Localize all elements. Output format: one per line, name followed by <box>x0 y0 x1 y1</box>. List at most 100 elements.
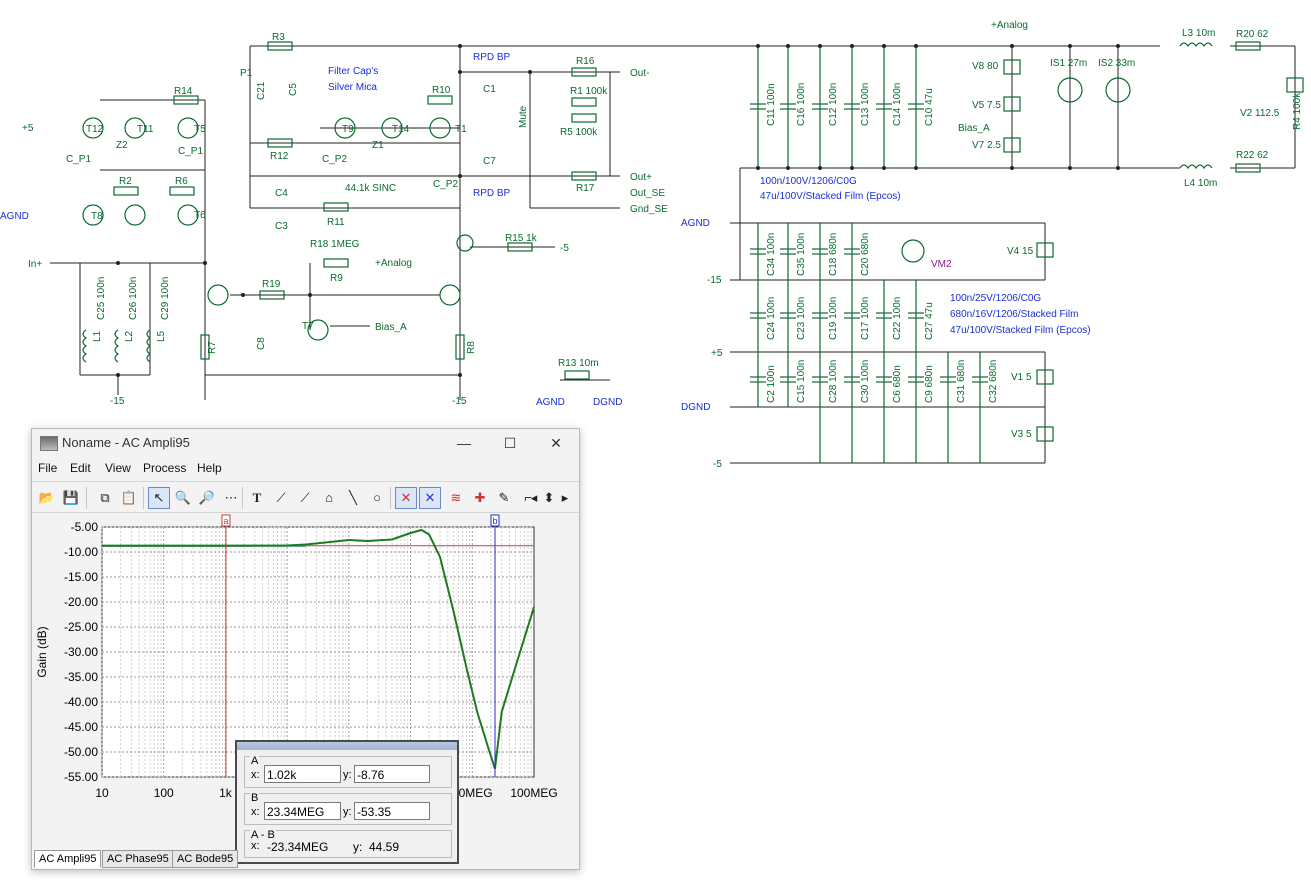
ac-analysis-window[interactable]: Noname - AC Ampli95 — ☐ ✕ File Edit View… <box>31 428 580 870</box>
scroll-left-icon[interactable]: ◂ <box>530 490 538 505</box>
menu-help[interactable]: Help <box>197 461 222 475</box>
cap-label: C2 100n <box>766 365 777 403</box>
menu-view[interactable]: View <box>105 461 131 475</box>
zoom-in-icon[interactable]: 🔍 <box>174 490 192 505</box>
net-label: In+ <box>28 259 42 270</box>
part-label: R18 1MEG <box>310 239 360 250</box>
cap-label: C23 100n <box>796 297 807 340</box>
marker-icon[interactable]: ✚ <box>474 490 486 505</box>
net-label: AGND <box>0 211 29 222</box>
pen-icon[interactable]: ✎ <box>498 490 510 505</box>
part-label: C21 <box>256 81 267 100</box>
menu-process[interactable]: Process <box>143 461 187 475</box>
part-label: C29 100n <box>160 277 171 320</box>
part-label: R7 <box>207 341 218 354</box>
part-label: L4 10m <box>1184 178 1217 189</box>
tab-ac-phase95[interactable]: AC Phase95 <box>102 850 174 868</box>
part-label: R20 62 <box>1236 29 1269 40</box>
curve-label-2-icon[interactable]: ⟋ <box>300 490 310 505</box>
net-label: -15 <box>707 275 722 286</box>
x-label: x: <box>251 840 260 852</box>
pointer-icon[interactable]: ↖ <box>148 487 170 509</box>
part-label: L3 10m <box>1182 28 1215 39</box>
part-label: R15 1k <box>505 233 538 244</box>
part-label: R22 62 <box>1236 150 1269 161</box>
y-tick-label: -5.00 <box>71 520 99 534</box>
bode-plot-area[interactable]: -5.00-10.00-15.00-20.00-25.00-30.00-35.0… <box>32 513 579 864</box>
net-label: +Analog <box>375 258 412 269</box>
cap-note-2a: 100n/25V/1206/C0G <box>950 293 1041 304</box>
dialog-header[interactable] <box>237 742 457 750</box>
gain-chart[interactable]: -5.00-10.00-15.00-20.00-25.00-30.00-35.0… <box>32 513 579 849</box>
part-label: R9 <box>330 273 343 284</box>
menu-edit[interactable]: Edit <box>70 461 91 475</box>
scroll-updown-icon[interactable]: ⬍ <box>543 490 555 505</box>
part-label: R5 100k <box>560 127 598 138</box>
sinc-label: 44.1k SINC <box>345 183 396 194</box>
text-icon[interactable]: T <box>252 490 262 505</box>
cursor-b-icon[interactable]: ✕ <box>419 487 441 509</box>
cap-bank-4 <box>750 352 988 463</box>
part-label: C26 100n <box>128 277 139 320</box>
net-label: C_P2 <box>322 154 347 165</box>
cap-bank-3 <box>750 280 924 352</box>
curve-label-icon[interactable]: ⟋ <box>276 490 286 505</box>
part-label: VM2 <box>931 259 952 270</box>
step-icon[interactable]: ⌐ <box>524 490 532 505</box>
open-icon[interactable]: 📂 <box>38 490 56 505</box>
cap-note-2c: 47u/100V/Stacked Film (Epcos) <box>950 325 1091 336</box>
scroll-right-icon[interactable]: ▸ <box>561 490 569 505</box>
part-label: T12 <box>86 124 104 135</box>
part-label: R4 100k <box>1292 92 1303 130</box>
cursor-b-y-field[interactable]: -53.35 <box>354 802 430 820</box>
gain-series-line <box>102 528 535 770</box>
cursor-a-x-field[interactable]: 1.02k <box>264 765 341 783</box>
diff-x-value: -23.34MEG <box>267 840 329 854</box>
cap-label: C12 100n <box>828 83 839 126</box>
junction-dots <box>116 44 1120 377</box>
maximize-button[interactable]: ☐ <box>503 435 517 451</box>
title-bar[interactable]: Noname - AC Ampli95 — ☐ ✕ <box>32 429 579 457</box>
part-label: R2 <box>119 176 132 187</box>
group-title: B <box>250 792 260 804</box>
part-label: T9 <box>342 124 354 135</box>
copy-icon[interactable]: ⧉ <box>100 490 110 505</box>
cursor-diff-group: A - B x: -23.34MEG y: 44.59 <box>244 829 452 858</box>
part-label: R11 <box>327 217 345 228</box>
part-label: V7 2.5 <box>972 140 1001 151</box>
net-label: -5 <box>560 243 569 254</box>
grid-icon[interactable]: ⋯ <box>224 490 238 505</box>
wave-icon[interactable]: ≋ <box>450 490 462 505</box>
mute-label: Mute <box>518 105 529 128</box>
marker-a-label: a <box>223 516 228 526</box>
net-label: DGND <box>681 402 710 413</box>
filter-note-2: Silver Mica <box>328 82 377 93</box>
cap-label: C9 680n <box>924 365 935 403</box>
style-icon[interactable]: ⌂ <box>325 490 333 505</box>
resistors <box>113 41 1261 380</box>
part-label: R13 10m <box>558 358 599 369</box>
cursor-a-y-field[interactable]: -8.76 <box>354 765 430 783</box>
cap-bank-1 <box>750 46 924 168</box>
close-button[interactable]: ✕ <box>550 435 562 451</box>
part-label: R19 <box>262 279 281 290</box>
cap-note-2b: 680n/16V/1206/Stacked Film <box>950 309 1078 320</box>
minimize-button[interactable]: — <box>457 435 471 451</box>
save-icon[interactable]: 💾 <box>62 490 80 505</box>
circle-icon[interactable]: ○ <box>373 490 381 505</box>
net-label: Bias_A <box>375 322 407 333</box>
cursor-b-x-field[interactable]: 23.34MEG <box>264 802 341 820</box>
line-icon[interactable]: ╲ <box>349 490 357 505</box>
tab-ac-ampli95[interactable]: AC Ampli95 <box>34 850 102 868</box>
cursor-readout-dialog[interactable]: A x: 1.02k y: -8.76 B x: 23.34MEG y: -53… <box>235 740 459 864</box>
cap-note-1a: 100n/100V/1206/C0G <box>760 176 857 187</box>
part-label: V4 15 <box>1007 246 1034 257</box>
tab-ac-bode95[interactable]: AC Bode95 <box>172 850 239 868</box>
part-label: P1 <box>240 68 253 79</box>
menu-file[interactable]: File <box>38 461 58 475</box>
zoom-out-icon[interactable]: 🔎 <box>198 490 216 505</box>
paste-icon[interactable]: 📋 <box>120 490 138 505</box>
cursor-a-icon[interactable]: ✕ <box>395 487 417 509</box>
x-tick-label: 10 <box>95 786 109 800</box>
marker-b-flag <box>490 514 500 527</box>
